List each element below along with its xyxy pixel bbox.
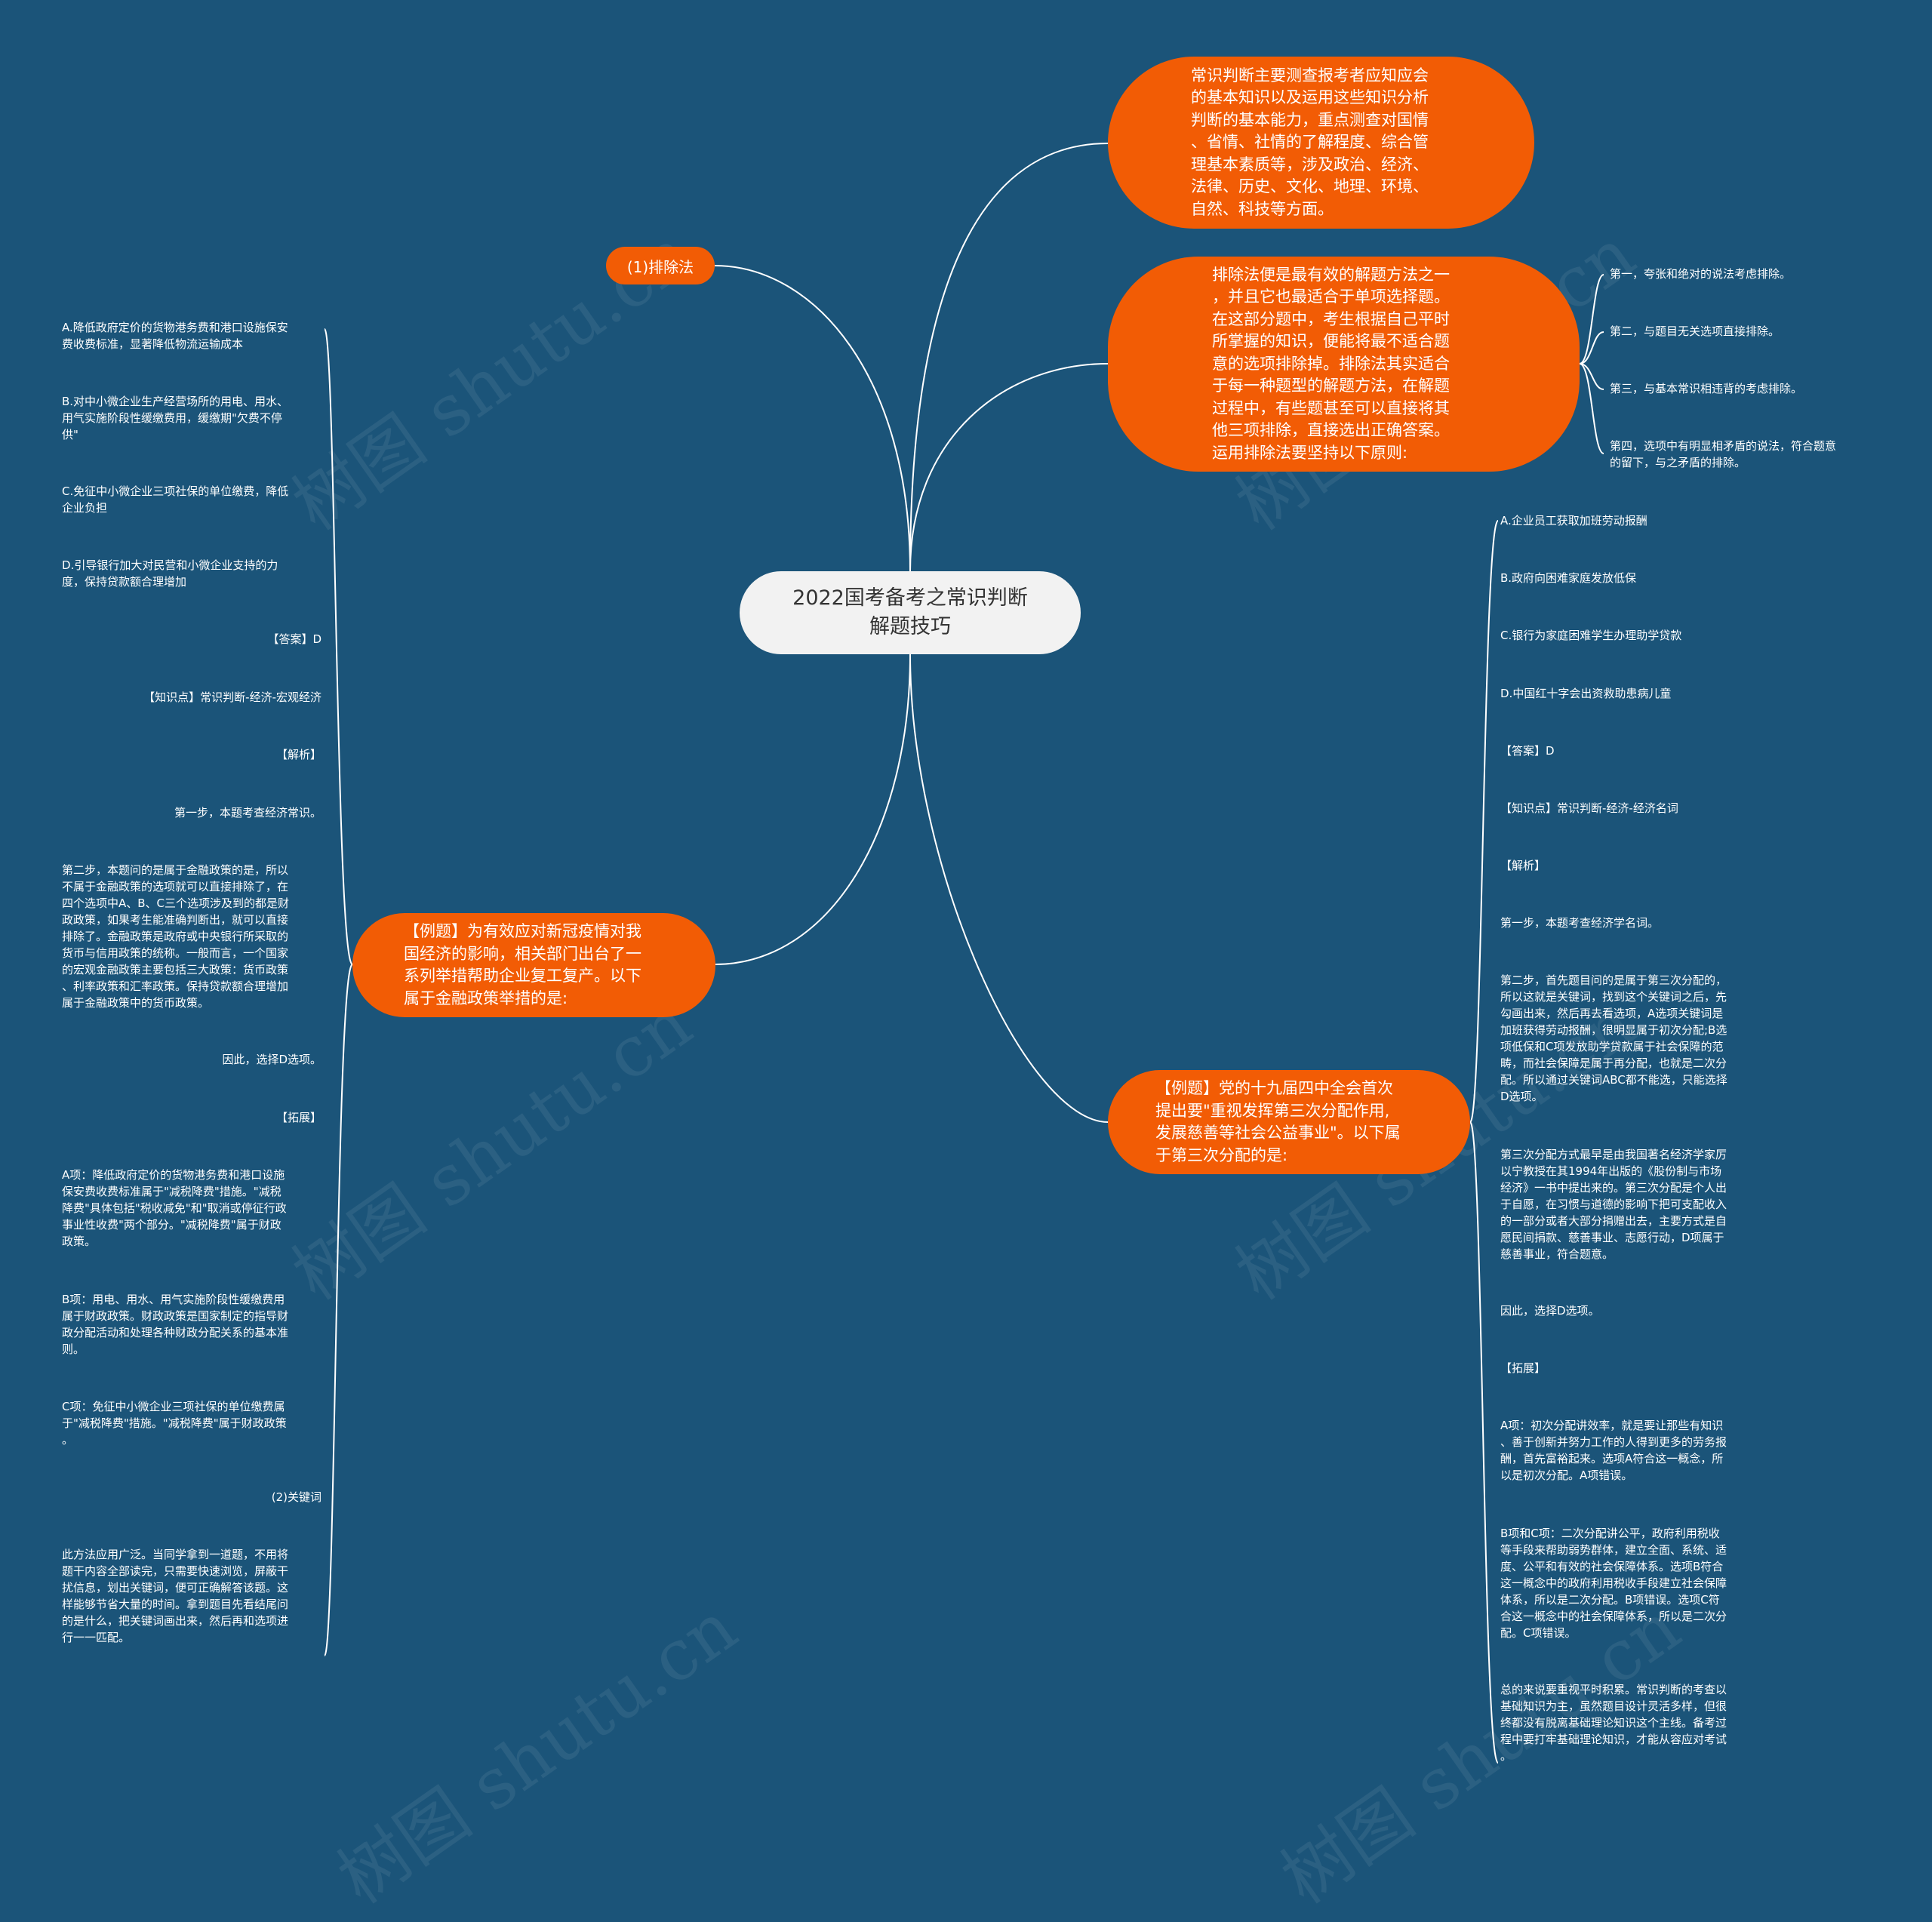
example1-item: 因此，选择D选项。 bbox=[222, 1053, 321, 1066]
example1-item: A.降低政府定价的货物港务费和港口设施保安 费收费标准，显著降低物流运输成本 bbox=[62, 321, 288, 351]
example2-extension-label: 【拓展】 bbox=[1500, 1361, 1546, 1375]
example1-answer: 【答案】D bbox=[267, 632, 321, 646]
intro-node[interactable]: 常识判断主要测查报考者应知应会 的基本知识以及运用这些知识分析 判断的基本能力，… bbox=[1108, 57, 1534, 229]
example2-analysis-label: 【解析】 bbox=[1500, 859, 1546, 872]
example1-analysis-label: 【解析】 bbox=[275, 748, 321, 761]
example2-question-text: 【例题】党的十九届四中全会首次 提出要"重视发挥第三次分配作用, 发展慈善等社会… bbox=[1155, 1079, 1401, 1164]
example2-item: A.企业员工获取加班劳动报酬 bbox=[1500, 514, 1647, 527]
example1-knowledge-point: 【知识点】常识判断-经济-宏观经济 bbox=[143, 690, 321, 704]
example2-item: D.中国红十字会出资救助患病儿童 bbox=[1500, 687, 1672, 700]
example1-item: 第一步，本题考查经济常识。 bbox=[174, 806, 321, 820]
principle-3: 第三，与基本常识相违背的考虑排除。 bbox=[1610, 382, 1803, 395]
example2-question-node[interactable]: 【例题】党的十九届四中全会首次 提出要"重视发挥第三次分配作用, 发展慈善等社会… bbox=[1108, 1070, 1470, 1174]
example1-question-node[interactable]: 【例题】为有效应对新冠疫情对我 国经济的影响，相关部门出台了一 系列举措帮助企业… bbox=[352, 913, 715, 1017]
principle-2: 第二，与题目无关选项直接排除。 bbox=[1610, 324, 1780, 338]
example1-item: B.对中小微企业生产经营场所的用电、用水、 用气实施阶段性缓缴费用，缓缴期"欠费… bbox=[62, 395, 289, 441]
keyword-method-label: (2)关键词 bbox=[271, 1490, 321, 1504]
example1-extension-label: 【拓展】 bbox=[275, 1111, 321, 1124]
example1-item: 此方法应用广泛。当同学拿到一道题，不用将 题干内容全部读完，只需要快速浏览，屏蔽… bbox=[62, 1548, 289, 1644]
elimination-desc-text: 排除法便是最有效的解题方法之一 ，并且它也最适合于单项选择题。 在这部分题中，考… bbox=[1212, 265, 1450, 462]
example1-item: C.免征中小微企业三项社保的单位缴费，降低 企业负担 bbox=[62, 484, 289, 515]
example2-item: B项和C项：二次分配讲公平，政府利用税收 等手段来帮助弱势群体，建立全面、系统、… bbox=[1500, 1527, 1727, 1640]
principle-4: 第四，选项中有明显相矛盾的说法，符合题意 的留下，与之矛盾的排除。 bbox=[1610, 439, 1837, 469]
connector-lines bbox=[324, 143, 1604, 1764]
example1-item: 第二步，本题问的是属于金融政策的是，所以 不属于金融政策的选项就可以直接排除了，… bbox=[62, 863, 290, 1010]
example2-item: A项：初次分配讲效率，就是要让那些有知识 、善于创新并努力工作的人得到更多的劳务… bbox=[1500, 1419, 1727, 1482]
example1-question-text: 【例题】为有效应对新冠疫情对我 国经济的影响，相关部门出台了一 系列举措帮助企业… bbox=[404, 922, 641, 1007]
elimination-desc-node[interactable]: 排除法便是最有效的解题方法之一 ，并且它也最适合于单项选择题。 在这部分题中，考… bbox=[1108, 257, 1580, 472]
example2-item: B.政府向困难家庭发放低保 bbox=[1500, 571, 1637, 585]
example2-item: 总的来说要重视平时积累。常识判断的考查以 基础知识为主，虽然题目设计灵活多样，但… bbox=[1500, 1683, 1727, 1763]
example2-knowledge-point: 【知识点】常识判断-经济-经济名词 bbox=[1500, 801, 1678, 815]
example1-item: D.引导银行加大对民营和小微企业支持的力 度，保持贷款额合理增加 bbox=[62, 558, 278, 589]
example2-item: C.银行为家庭困难学生办理助学贷款 bbox=[1500, 629, 1682, 642]
example1-item: B项：用电、用水、用气实施阶段性缓缴费用 属于财政政策。财政政策是国家制定的指导… bbox=[62, 1293, 289, 1356]
example1-item: C项：免征中小微企业三项社保的单位缴费属 于"减税降费"措施。"减税降费"属于财… bbox=[62, 1400, 287, 1447]
example2-item: 第一步，本题考查经济学名词。 bbox=[1500, 916, 1660, 930]
principle-1: 第一，夸张和绝对的说法考虑排除。 bbox=[1610, 267, 1792, 281]
example2-item: 第三次分配方式最早是由我国著名经济学家厉 以宁教授在其1994年出版的《股份制与… bbox=[1500, 1148, 1727, 1261]
example2-item: 因此，选择D选项。 bbox=[1500, 1304, 1600, 1318]
example2-item: 第二步，首先题目问的是属于第三次分配的， 所以这就是关键词，找到这个关键词之后，… bbox=[1500, 973, 1727, 1103]
elimination-method-node[interactable]: (1)排除法 bbox=[606, 247, 715, 284]
example1-item: A项：降低政府定价的货物港务费和港口设施 保安费收费标准属于"减税降费"措施。"… bbox=[62, 1168, 287, 1248]
example2-answer: 【答案】D bbox=[1500, 744, 1555, 758]
intro-text: 常识判断主要测查报考者应知应会 的基本知识以及运用这些知识分析 判断的基本能力，… bbox=[1191, 66, 1429, 218]
center-topic[interactable]: 2022国考备考之常识判断 解题技巧 bbox=[740, 571, 1081, 654]
